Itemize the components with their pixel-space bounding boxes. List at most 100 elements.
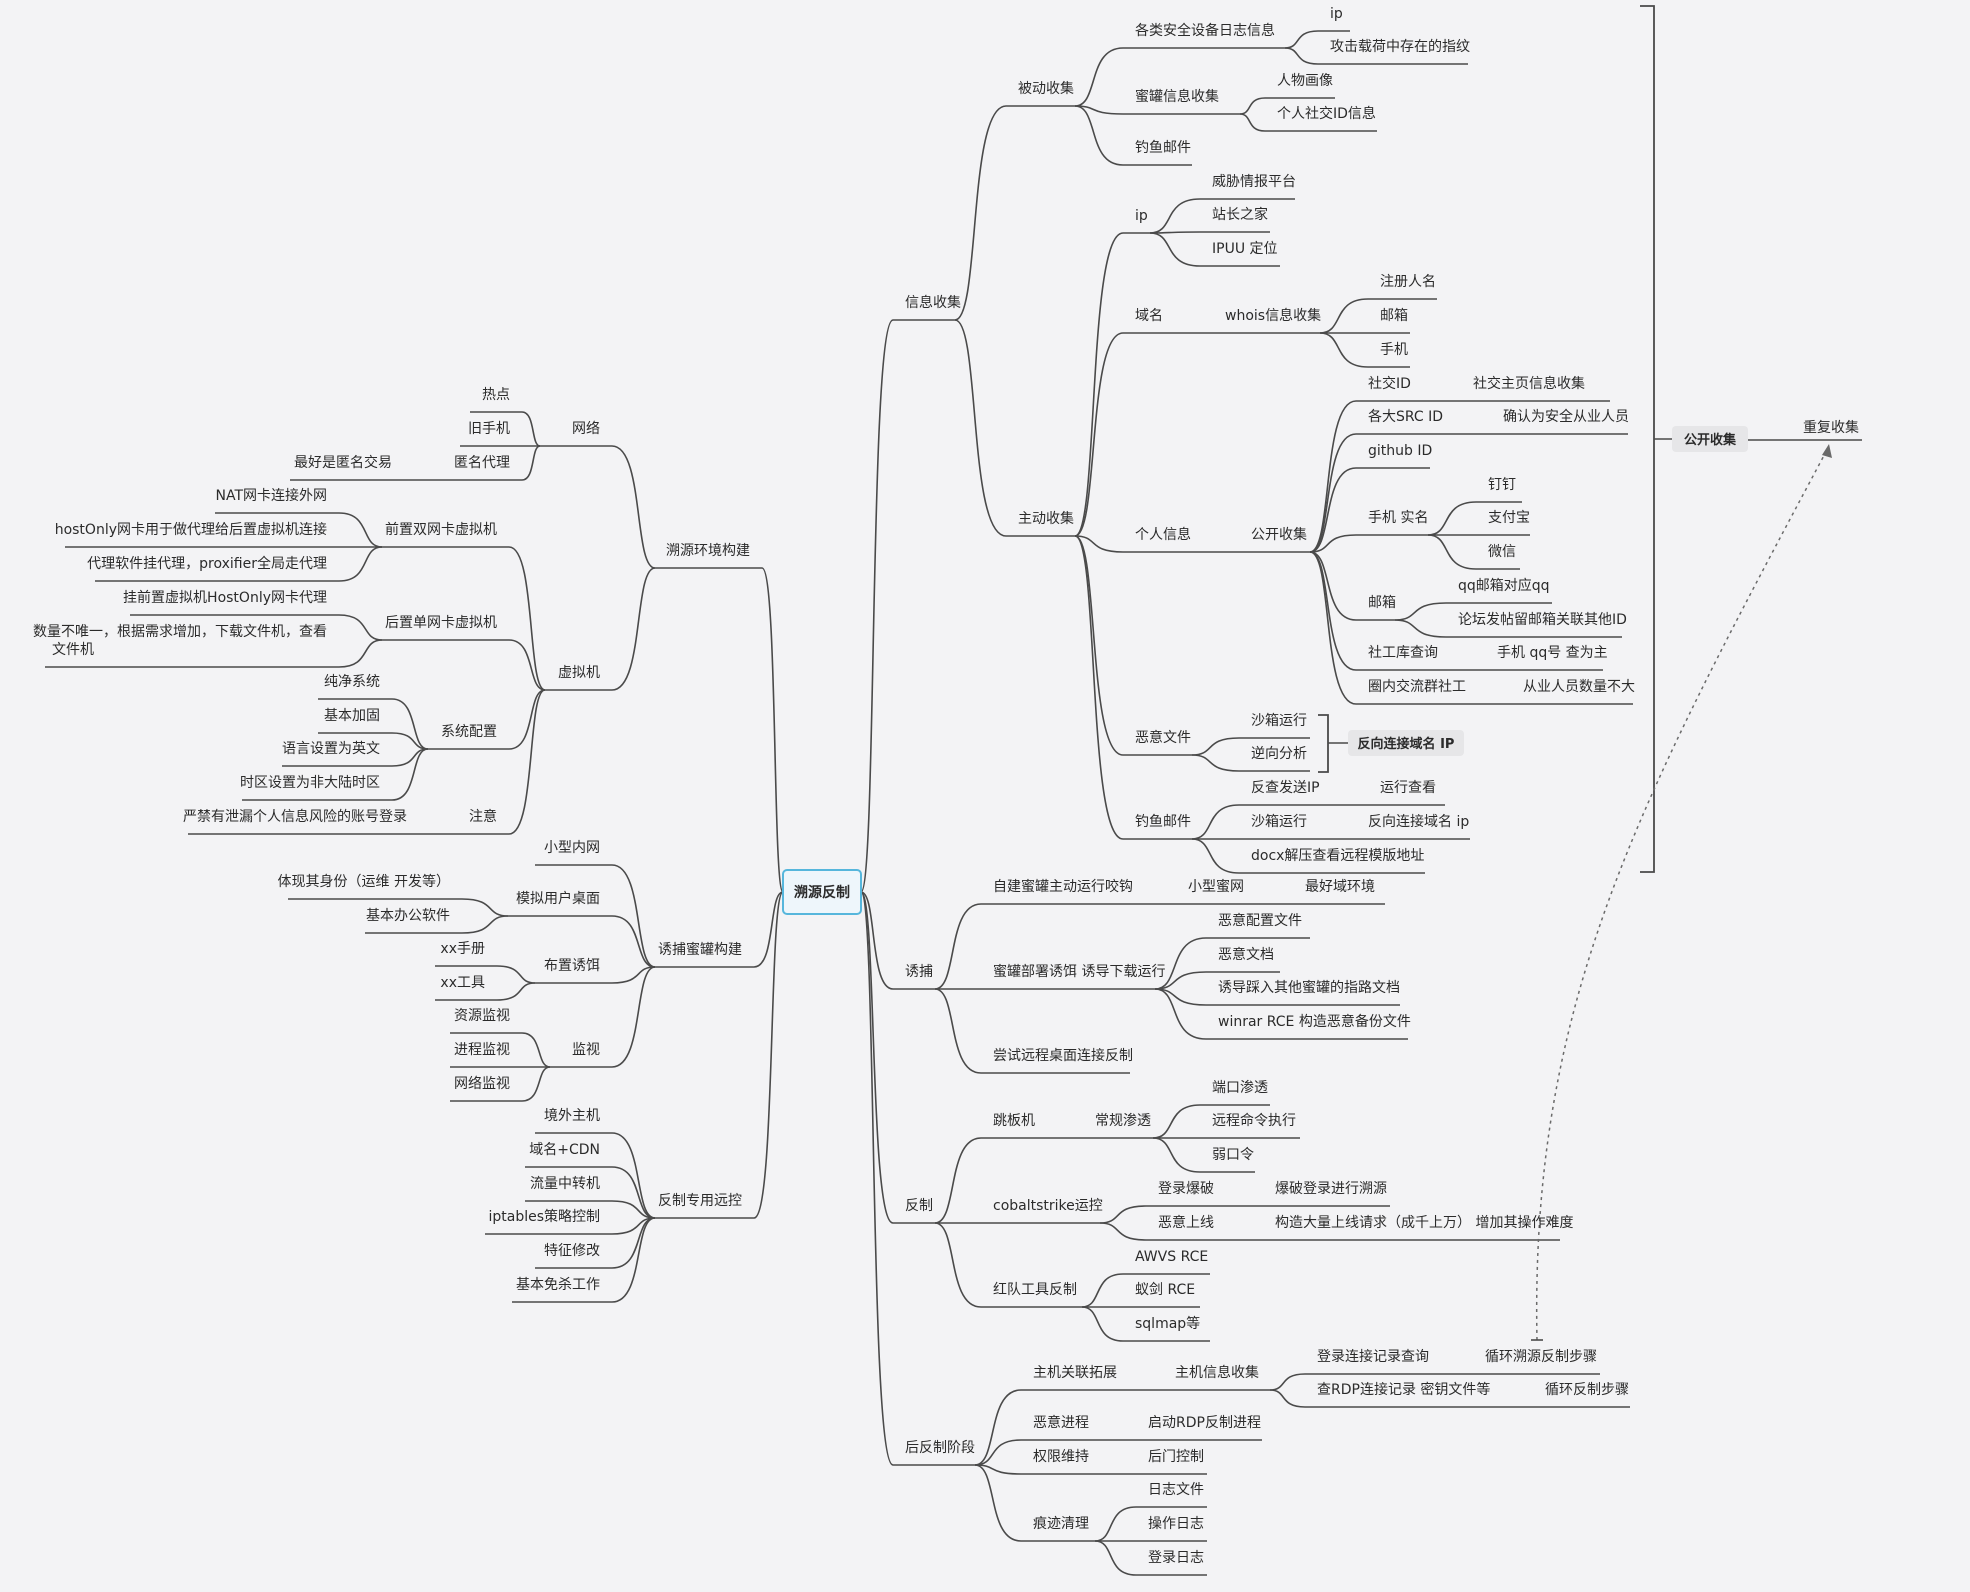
- node-right-0-children-1-children-3-children-1[interactable]: 逆向分析: [1251, 746, 1307, 762]
- node-right-0-children-1-children-1[interactable]: 域名: [1135, 308, 1163, 324]
- node-left-1-children-3-children-0[interactable]: 资源监视: [454, 1008, 510, 1024]
- node-right-1[interactable]: 诱捕: [905, 964, 933, 980]
- node-right-0-children-0-children-1[interactable]: 蜜罐信息收集: [1135, 88, 1219, 105]
- node-right-0-children-1-children-2-children-0[interactable]: 公开收集: [1251, 526, 1307, 543]
- node-right-3-children-0-children-0-children-0-children-0[interactable]: 循环溯源反制步骤: [1485, 1349, 1597, 1365]
- node-right-0-children-1-children-2-children-0-children-6[interactable]: 圈内交流群社工: [1368, 678, 1466, 695]
- node-left-1-children-3-children-1[interactable]: 进程监视: [454, 1042, 510, 1058]
- node-right-2[interactable]: 反制: [905, 1198, 933, 1214]
- node-right-3-children-3-children-2[interactable]: 登录日志: [1148, 1550, 1204, 1566]
- node-left-0-children-1-children-1-children-1-line2[interactable]: 文件机: [52, 642, 94, 658]
- node-right-0-children-1-children-1-children-0[interactable]: whois信息收集: [1225, 307, 1321, 324]
- node-right-0-children-1-children-4-children-0-children-0[interactable]: 运行查看: [1380, 780, 1436, 796]
- node-right-0-children-1-children-4-children-1[interactable]: 沙箱运行: [1251, 814, 1307, 830]
- node-left-2-children-5[interactable]: 基本免杀工作: [516, 1276, 600, 1293]
- node-left-2-children-2[interactable]: 流量中转机: [530, 1176, 600, 1192]
- node-right-0-children-0-children-0[interactable]: 各类安全设备日志信息: [1135, 22, 1275, 39]
- node-right-0-children-1-children-4-children-1-children-0[interactable]: 反向连接域名 ip: [1368, 813, 1469, 830]
- node-right-0-children-1-children-2-children-0-children-3-children-0[interactable]: 钉钉: [1488, 477, 1516, 493]
- node-right-2-children-1-children-1-children-0[interactable]: 构造大量上线请求（成千上万） 增加其操作难度: [1275, 1215, 1573, 1231]
- node-right-1-children-0[interactable]: 自建蜜罐主动运行咬钩: [993, 878, 1133, 895]
- node-right-0-children-1-children-0[interactable]: ip: [1135, 208, 1148, 224]
- node-right-2-children-1-children-0-children-0[interactable]: 爆破登录进行溯源: [1275, 1181, 1387, 1197]
- node-right-0-children-1-children-2-children-0-children-5[interactable]: 社工库查询: [1368, 645, 1438, 661]
- node-left-2-children-1[interactable]: 域名+CDN: [529, 1142, 600, 1158]
- node-right-2-children-2-children-0[interactable]: AWVS RCE: [1135, 1249, 1208, 1265]
- node-right-0-children-0-children-1-children-0[interactable]: 人物画像: [1277, 73, 1333, 89]
- node-right-0-children-1-children-2-children-0-children-6-children-0[interactable]: 从业人员数量不大: [1523, 679, 1635, 695]
- node-right-2-children-0-children-0[interactable]: 常规渗透: [1095, 1113, 1151, 1129]
- node-left-0-children-0-children-2-children-0[interactable]: 最好是匿名交易: [294, 454, 392, 471]
- node-left-0-children-1-children-1-children-0[interactable]: 挂前置虚拟机HostOnly网卡代理: [123, 589, 327, 606]
- node-right-1-children-0-children-0-children-0[interactable]: 最好域环境: [1305, 879, 1375, 895]
- node-right-0-children-1-children-1-children-0-children-1[interactable]: 邮箱: [1380, 308, 1408, 324]
- node-right-3-children-0-children-0-children-1-children-0[interactable]: 循环反制步骤: [1545, 1382, 1629, 1398]
- node-right-0-children-0-children-1-children-1[interactable]: 个人社交ID信息: [1277, 105, 1376, 122]
- node-right-1-children-1[interactable]: 蜜罐部署诱饵 诱导下载运行: [993, 964, 1165, 980]
- node-left-1-children-1[interactable]: 模拟用户桌面: [516, 890, 600, 907]
- node-right-0-children-0-children-0-children-1[interactable]: 攻击载荷中存在的指纹: [1330, 39, 1470, 55]
- node-left-0-children-1-children-0-children-0[interactable]: NAT网卡连接外网: [215, 487, 327, 504]
- node-right-1-children-1-children-2[interactable]: 诱导踩入其他蜜罐的指路文档: [1218, 980, 1400, 996]
- node-left-1-children-3[interactable]: 监视: [572, 1042, 600, 1058]
- node-right-1-children-0-children-0[interactable]: 小型蜜网: [1188, 879, 1244, 895]
- node-left-0-children-1-children-1[interactable]: 后置单网卡虚拟机: [385, 615, 497, 631]
- node-right-2-children-1-children-0[interactable]: 登录爆破: [1158, 1181, 1214, 1197]
- node-right-0-children-1-children-3[interactable]: 恶意文件: [1135, 729, 1191, 746]
- node-right-3-children-2[interactable]: 权限维持: [1033, 1449, 1089, 1465]
- node-right-0[interactable]: 信息收集: [905, 294, 961, 311]
- node-left-0-children-0[interactable]: 网络: [572, 421, 600, 437]
- node-right-3-children-0-children-0-children-1[interactable]: 查RDP连接记录 密钥文件等: [1317, 1381, 1490, 1398]
- node-left-1[interactable]: 诱捕蜜罐构建: [658, 942, 742, 958]
- node-left-0-children-1-children-0-children-2[interactable]: 代理软件挂代理，proxifier全局走代理: [87, 555, 327, 572]
- node-left-0-children-0-children-0[interactable]: 热点: [482, 387, 510, 403]
- node-right-0-children-1-children-4-children-0[interactable]: 反查发送IP: [1251, 780, 1320, 796]
- node-right-0-children-1-children-2-children-0-children-1-children-0[interactable]: 确认为安全从业人员: [1503, 408, 1629, 425]
- root-node-box[interactable]: [782, 869, 862, 915]
- node-right-2-children-0-children-0-children-1[interactable]: 远程命令执行: [1212, 1112, 1296, 1129]
- node-left-0-children-1-children-2[interactable]: 系统配置: [441, 724, 497, 740]
- node-right-3-children-3[interactable]: 痕迹清理: [1033, 1516, 1089, 1532]
- node-left-0-children-1-children-2-children-3[interactable]: 时区设置为非大陆时区: [240, 775, 380, 791]
- node-left-1-children-1-children-0[interactable]: 体现其身份（运维 开发等）: [278, 873, 450, 890]
- node-right-2-children-1[interactable]: cobaltstrike运控: [993, 1198, 1103, 1214]
- node-right-0-children-1-children-1-children-0-children-0[interactable]: 注册人名: [1380, 274, 1436, 290]
- node-right-2-children-2-children-2[interactable]: sqlmap等: [1135, 1315, 1200, 1332]
- node-left-0-children-1-children-0-children-1[interactable]: hostOnly网卡用于做代理给后置虚拟机连接: [55, 521, 327, 538]
- node-right-0-children-1-children-0-children-0[interactable]: 威胁情报平台: [1212, 174, 1296, 190]
- node-right-2-children-0-children-0-children-2[interactable]: 弱口令: [1212, 1147, 1254, 1163]
- node-left-0[interactable]: 溯源环境构建: [666, 543, 750, 559]
- node-right-1-children-1-children-0[interactable]: 恶意配置文件: [1218, 912, 1302, 929]
- node-right-1-children-1-children-3[interactable]: winrar RCE 构造恶意备份文件: [1218, 1013, 1411, 1030]
- node-left-0-children-0-children-1[interactable]: 旧手机: [468, 421, 510, 437]
- node-right-0-children-1-children-3-children-0[interactable]: 沙箱运行: [1251, 713, 1307, 729]
- node-right-1-children-1-children-1[interactable]: 恶意文档: [1218, 946, 1274, 963]
- node-left-0-children-1-children-3-children-0[interactable]: 严禁有泄漏个人信息风险的账号登录: [183, 808, 407, 825]
- node-right-0-children-1-children-2[interactable]: 个人信息: [1135, 526, 1191, 543]
- node-right-0-children-1-children-1-children-0-children-2[interactable]: 手机: [1380, 342, 1408, 358]
- node-right-0-children-1-children-4[interactable]: 钓鱼邮件: [1135, 813, 1191, 830]
- node-right-3-children-0-children-0[interactable]: 主机信息收集: [1175, 1364, 1259, 1381]
- node-left-0-children-0-children-2[interactable]: 匿名代理: [454, 455, 510, 471]
- node-left-1-children-0[interactable]: 小型内网: [544, 840, 600, 856]
- node-left-2-children-3[interactable]: iptables策略控制: [488, 1208, 600, 1225]
- node-right-3-children-3-children-1[interactable]: 操作日志: [1148, 1516, 1204, 1532]
- node-left-0-children-1-children-2-children-2[interactable]: 语言设置为英文: [282, 740, 380, 757]
- node-right-0-children-1-children-2-children-0-children-5-children-0[interactable]: 手机 qq号 查为主: [1497, 645, 1608, 661]
- node-right-0-children-0-children-0-children-0[interactable]: ip: [1330, 6, 1343, 22]
- node-right-0-children-1-children-2-children-0-children-3[interactable]: 手机 实名: [1368, 510, 1428, 526]
- reverse-ip-summary[interactable]: [1348, 730, 1464, 756]
- node-right-2-children-0-children-0-children-0[interactable]: 端口渗透: [1212, 1080, 1268, 1096]
- node-right-0-children-0-children-2[interactable]: 钓鱼邮件: [1135, 139, 1191, 156]
- node-right-0-children-1-children-0-children-2[interactable]: IPUU 定位: [1212, 241, 1278, 257]
- public-collect-summary[interactable]: [1672, 426, 1748, 452]
- node-left-0-children-1[interactable]: 虚拟机: [558, 665, 600, 681]
- node-left-2-children-4[interactable]: 特征修改: [544, 1243, 600, 1259]
- node-right-2-children-0[interactable]: 跳板机: [993, 1113, 1035, 1129]
- node-right-0-children-1-children-2-children-0-children-3-children-1[interactable]: 支付宝: [1488, 510, 1530, 526]
- node-left-1-children-1-children-1[interactable]: 基本办公软件: [366, 907, 450, 924]
- node-right-0-children-1-children-2-children-0-children-4-children-0[interactable]: qq邮箱对应qq: [1458, 577, 1550, 594]
- node-right-3-children-2-children-0[interactable]: 后门控制: [1148, 1449, 1204, 1465]
- node-right-0-children-1-children-2-children-0-children-3-children-2[interactable]: 微信: [1488, 544, 1516, 560]
- node-right-0-children-1-children-2-children-0-children-0-children-0[interactable]: 社交主页信息收集: [1473, 375, 1585, 392]
